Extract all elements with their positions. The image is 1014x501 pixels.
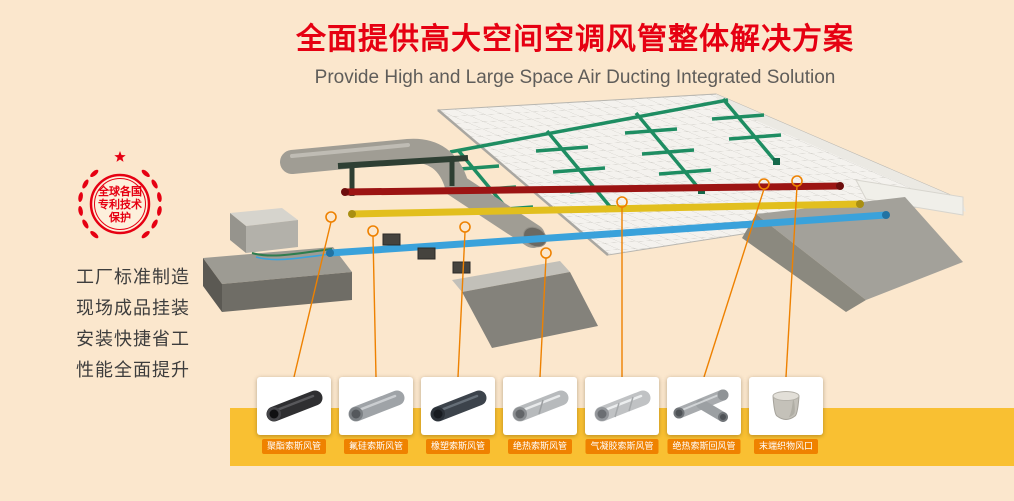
feature-line: 安装快捷省工 (76, 329, 190, 349)
feature-line: 现场成品挂装 (76, 298, 190, 318)
star-icon (114, 151, 126, 162)
aerogel-sox-duct-icon (594, 390, 651, 422)
callout-lines (293, 175, 803, 378)
badge-text-line3: 保护 (108, 210, 131, 224)
black-sox-duct-icon (266, 390, 323, 422)
sox-duct-red (341, 182, 844, 196)
feature-line: 工厂标准制造 (76, 267, 190, 287)
product-label: 末端织物风口 (753, 439, 819, 454)
insulated-sox-duct-icon (512, 390, 569, 422)
page-subtitle: Provide High and Large Space Air Ducting… (314, 67, 836, 88)
rubber-sox-duct-icon (430, 390, 487, 422)
fan-units (382, 233, 471, 274)
sox-duct-blue (326, 211, 890, 257)
product-card: 气凝胶索斯风管 (585, 377, 659, 454)
badge-outer-ring (89, 173, 151, 235)
page-title: 全面提供高大空间空调风管整体解决方案 (296, 23, 854, 56)
product-card: 末端织物风口 (749, 377, 823, 454)
feature-list: 工厂标准制造 现场成品挂装 安装快捷省工 性能全面提升 (76, 262, 190, 386)
header: 全面提供高大空间空调风管整体解决方案 Provide High and Larg… (145, 14, 1005, 89)
product-card: 绝热索斯回风管 (667, 377, 741, 454)
center-wall (452, 261, 598, 348)
badge-inner-ring (94, 178, 146, 230)
product-label: 气凝胶索斯风管 (585, 439, 659, 454)
product-label: 氟硅索斯风管 (343, 439, 409, 454)
feature-line: 性能全面提升 (76, 360, 190, 380)
ahu-equipment (230, 208, 339, 261)
insulated-return-duct-tee-icon (673, 389, 729, 422)
fabric-air-outlet-icon (772, 391, 800, 420)
product-card: 绝热索斯风管 (503, 377, 577, 454)
product-card: 橡塑索斯风管 (421, 377, 495, 454)
product-label: 绝热索斯回风管 (667, 439, 741, 454)
gray-sox-duct-icon (348, 390, 405, 422)
laurel-wreath (78, 169, 162, 239)
product-card: 聚酯索斯风管 (257, 377, 331, 454)
sox-duct-yellow (348, 200, 864, 218)
product-label: 聚酯索斯风管 (261, 439, 327, 454)
product-label: 橡塑索斯风管 (425, 439, 491, 454)
badge-text-line1: 全球各国 (97, 184, 142, 198)
product-label: 绝热索斯风管 (507, 439, 573, 454)
product-card: 氟硅索斯风管 (339, 377, 413, 454)
badge-text-line2: 专利技术 (98, 197, 142, 211)
patent-badge: 全球各国 专利技术 保护 (78, 151, 162, 239)
